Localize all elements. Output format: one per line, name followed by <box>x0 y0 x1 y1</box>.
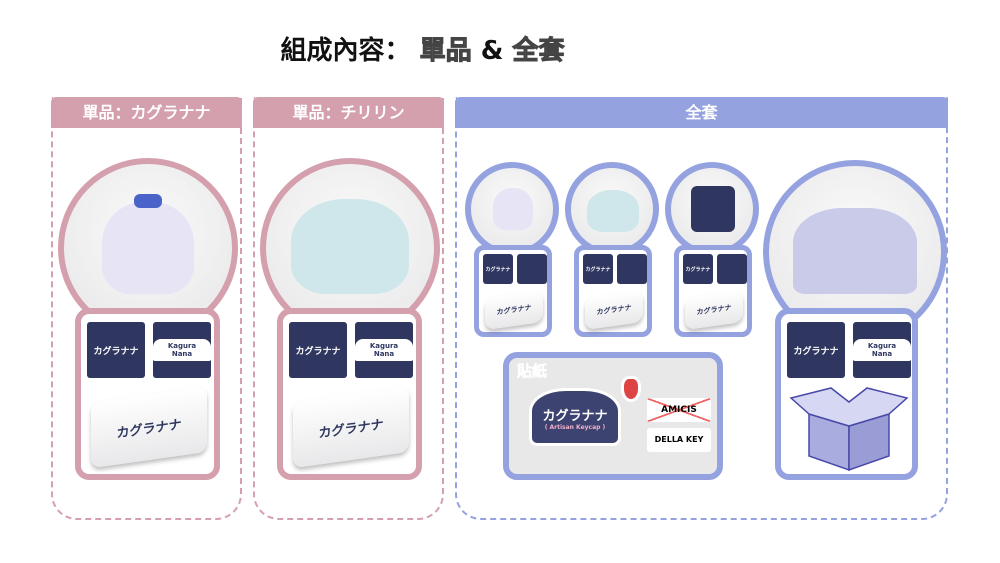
dellakey-sticker: DELLA KEY <box>647 428 711 452</box>
card-logo: カグラナナ <box>483 254 513 284</box>
card-name: Kagura Nana <box>853 322 911 378</box>
title-set: 全套 <box>512 36 565 67</box>
amicis-sticker: AMICIS <box>647 398 711 422</box>
card-name-text: Kagura Nana <box>355 339 413 361</box>
keycap-chiririn-thumb <box>565 162 659 256</box>
chiririn-keycap <box>587 190 639 232</box>
keycap-strawberry-thumb <box>665 162 759 256</box>
stickers-box: 貼紙 カグラナナ( Artisan Keycap ) AMICIS DELLA … <box>503 352 723 480</box>
chiririn-keycap <box>291 199 409 294</box>
tin-box: カグラナナ <box>585 289 643 331</box>
card-logo: カグラナナ <box>87 322 145 378</box>
title-prefix: 組成內容： <box>280 36 411 66</box>
card-name <box>517 254 547 284</box>
card-name-text: Kagura Nana <box>153 339 211 361</box>
panel-chiririn <box>253 97 444 520</box>
title-single: 單品 <box>419 36 472 67</box>
house-keycap <box>793 208 917 294</box>
sticker-sub-text: ( Artisan Keycap ) <box>544 424 606 431</box>
tin-box: カグラナナ <box>91 385 207 469</box>
panel-header-chiririn: 單品：チリリン <box>253 97 444 128</box>
kagura-keycap <box>493 188 533 230</box>
card-name <box>617 254 647 284</box>
sticker-logo-text: カグラナナ <box>542 409 608 424</box>
strawberry-keycap <box>691 186 735 232</box>
contents-box-kagura: カグラナナ Kagura Nana カグラナナ <box>75 308 220 480</box>
card-name: Kagura Nana <box>355 322 413 378</box>
panel-full-set <box>455 97 948 520</box>
contents-box-small-3: カグラナナ カグラナナ <box>674 245 752 337</box>
strawberry-sticker-icon <box>621 376 641 402</box>
card-name <box>717 254 747 284</box>
contents-box-full: カグラナナ Kagura Nana <box>775 308 918 480</box>
tin-box: カグラナナ <box>485 289 543 331</box>
shipping-box-icon <box>789 387 909 472</box>
card-logo: カグラナナ <box>787 322 845 378</box>
title-amp: & <box>480 36 504 66</box>
card-logo: カグラナナ <box>289 322 347 378</box>
tin-box: カグラナナ <box>293 385 409 469</box>
kagura-keycap <box>102 202 194 294</box>
card-logo: カグラナナ <box>583 254 613 284</box>
card-logo: カグラナナ <box>683 254 713 284</box>
tin-box: カグラナナ <box>685 289 743 331</box>
contents-box-small-2: カグラナナ カグラナナ <box>574 245 652 337</box>
keycap-kagura-thumb <box>465 162 559 256</box>
card-name-text: Kagura Nana <box>853 339 911 361</box>
bow-icon <box>134 194 162 208</box>
card-name: Kagura Nana <box>153 322 211 378</box>
panel-header-kagura: 單品：カグラナナ <box>51 97 242 128</box>
contents-box-small-1: カグラナナ カグラナナ <box>474 245 552 337</box>
stickers-label: 貼紙 <box>517 362 548 381</box>
panel-kagura <box>51 97 242 520</box>
page-title: 組成內容： 單品 & 全套 <box>0 30 845 67</box>
panel-header-full-set: 全套 <box>455 97 948 128</box>
logo-sticker: カグラナナ( Artisan Keycap ) <box>529 388 621 446</box>
contents-box-chiririn: カグラナナ Kagura Nana カグラナナ <box>277 308 422 480</box>
